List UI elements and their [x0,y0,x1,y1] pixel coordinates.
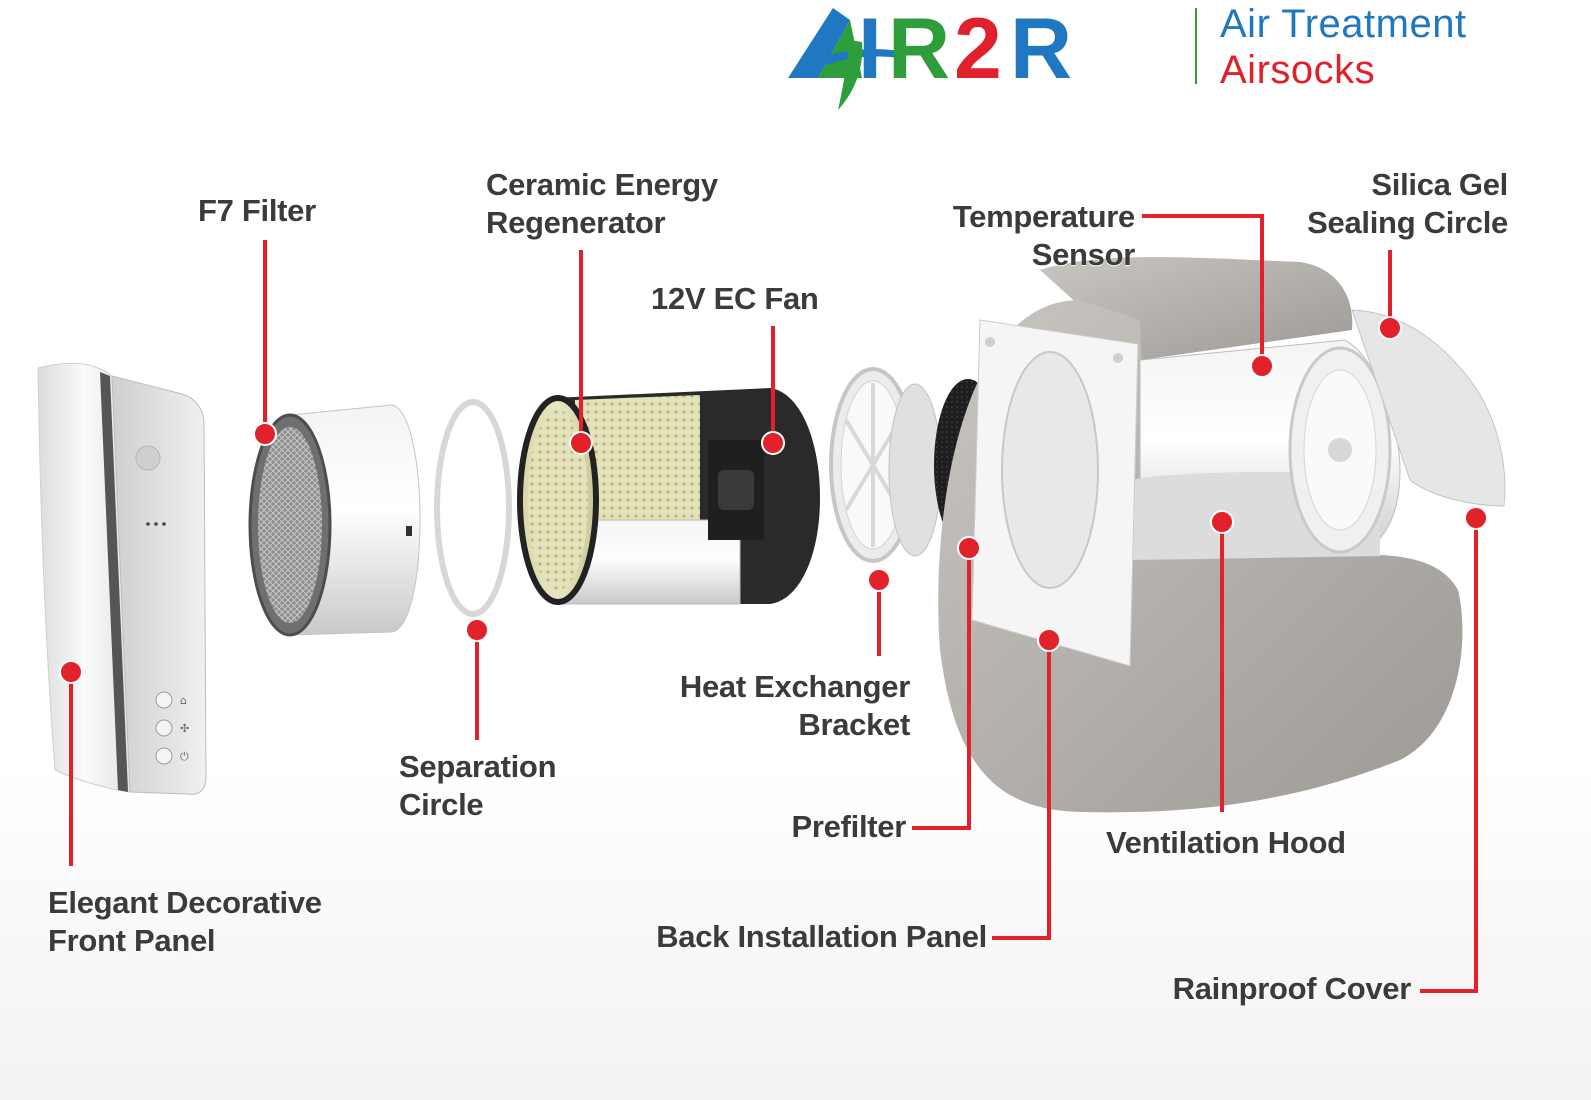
dot-silica [1378,316,1402,340]
tagline-line-1: Air Treatment [1220,2,1467,46]
label-temp-sensor: Temperature Sensor [953,198,1135,274]
brand-logo-mark [788,8,905,110]
bracket-drawing [829,367,942,563]
dot-front-panel [59,660,83,684]
label-prefilter-line1: Prefilter [791,809,907,844]
ceramic-regenerator-drawing [517,388,820,605]
label-back-panel-line1: Back Installation Panel [656,919,987,954]
logo-letter-r2: R [1010,1,1073,97]
f7-filter-drawing [248,404,421,637]
label-rainproof-line1: Rainproof Cover [1172,971,1412,1006]
svg-text:⌂: ⌂ [180,694,187,707]
leader-rainproof [1420,518,1478,993]
label-silica-line2: Sealing Circle [1307,205,1508,240]
label-front-panel: Elegant Decorative Front Panel [48,884,322,960]
label-fan-line1: 12V EC Fan [651,281,819,316]
leader-lines [69,214,1478,993]
leader-temp-sensor [1142,214,1264,366]
label-ceramic-line1: Ceramic Energy [486,167,718,202]
label-silica-line1: Silica Gel [1371,167,1508,202]
label-hood-line1: Ventilation Hood [1106,825,1346,860]
front-panel-drawing: ⌂ ✣ ⏻ [37,362,207,795]
logo-letter-r1: R [888,1,951,97]
svg-text:⏻: ⏻ [180,750,189,763]
dot-bracket [867,568,891,592]
leader-back-panel [992,640,1051,940]
label-front-panel-line1: Elegant Decorative [48,885,322,920]
label-fan: 12V EC Fan [651,280,819,318]
label-f7-filter: F7 Filter [198,192,316,230]
label-f7-filter-line1: F7 Filter [198,193,316,228]
dot-ceramic [569,431,593,455]
dot-f7-filter [253,422,277,446]
label-bracket-line1: Heat Exchanger [679,669,910,704]
label-silica: Silica Gel Sealing Circle [1307,166,1508,242]
leader-prefilter [912,548,971,830]
dot-fan [761,431,785,455]
svg-text:✣: ✣ [180,722,189,735]
dot-back-panel [1037,628,1061,652]
logo-letter-2: 2 [954,1,1002,97]
label-bracket: Heat Exchanger Bracket [680,668,910,744]
label-temp-sensor-line2: Sensor [1031,237,1136,272]
dot-hood [1210,510,1234,534]
label-prefilter: Prefilter [791,808,907,846]
label-bracket-line2: Bracket [798,707,910,742]
label-rainproof: Rainproof Cover [1172,970,1412,1008]
back-panel-drawing [971,319,1139,667]
dot-separation [465,618,489,642]
label-ceramic: Ceramic Energy Regenerator [486,166,718,242]
label-ceramic-line2: Regenerator [486,205,666,240]
label-back-panel: Back Installation Panel [656,918,987,956]
label-separation-line1: Separation [399,749,557,784]
label-hood: Ventilation Hood [1106,824,1346,862]
label-temp-sensor-line1: Temperature [952,199,1135,234]
logo-letter-i: I [858,1,882,97]
label-separation-line2: Circle [399,787,484,822]
leader-dots [59,316,1488,684]
dot-rainproof [1464,506,1488,530]
dot-prefilter [957,536,981,560]
tagline-line-2: Airsocks [1220,48,1376,92]
separation-ring-drawing [434,399,512,617]
label-front-panel-line2: Front Panel [48,923,216,958]
dot-temp-sensor [1250,354,1274,378]
label-separation: Separation Circle [399,748,557,824]
